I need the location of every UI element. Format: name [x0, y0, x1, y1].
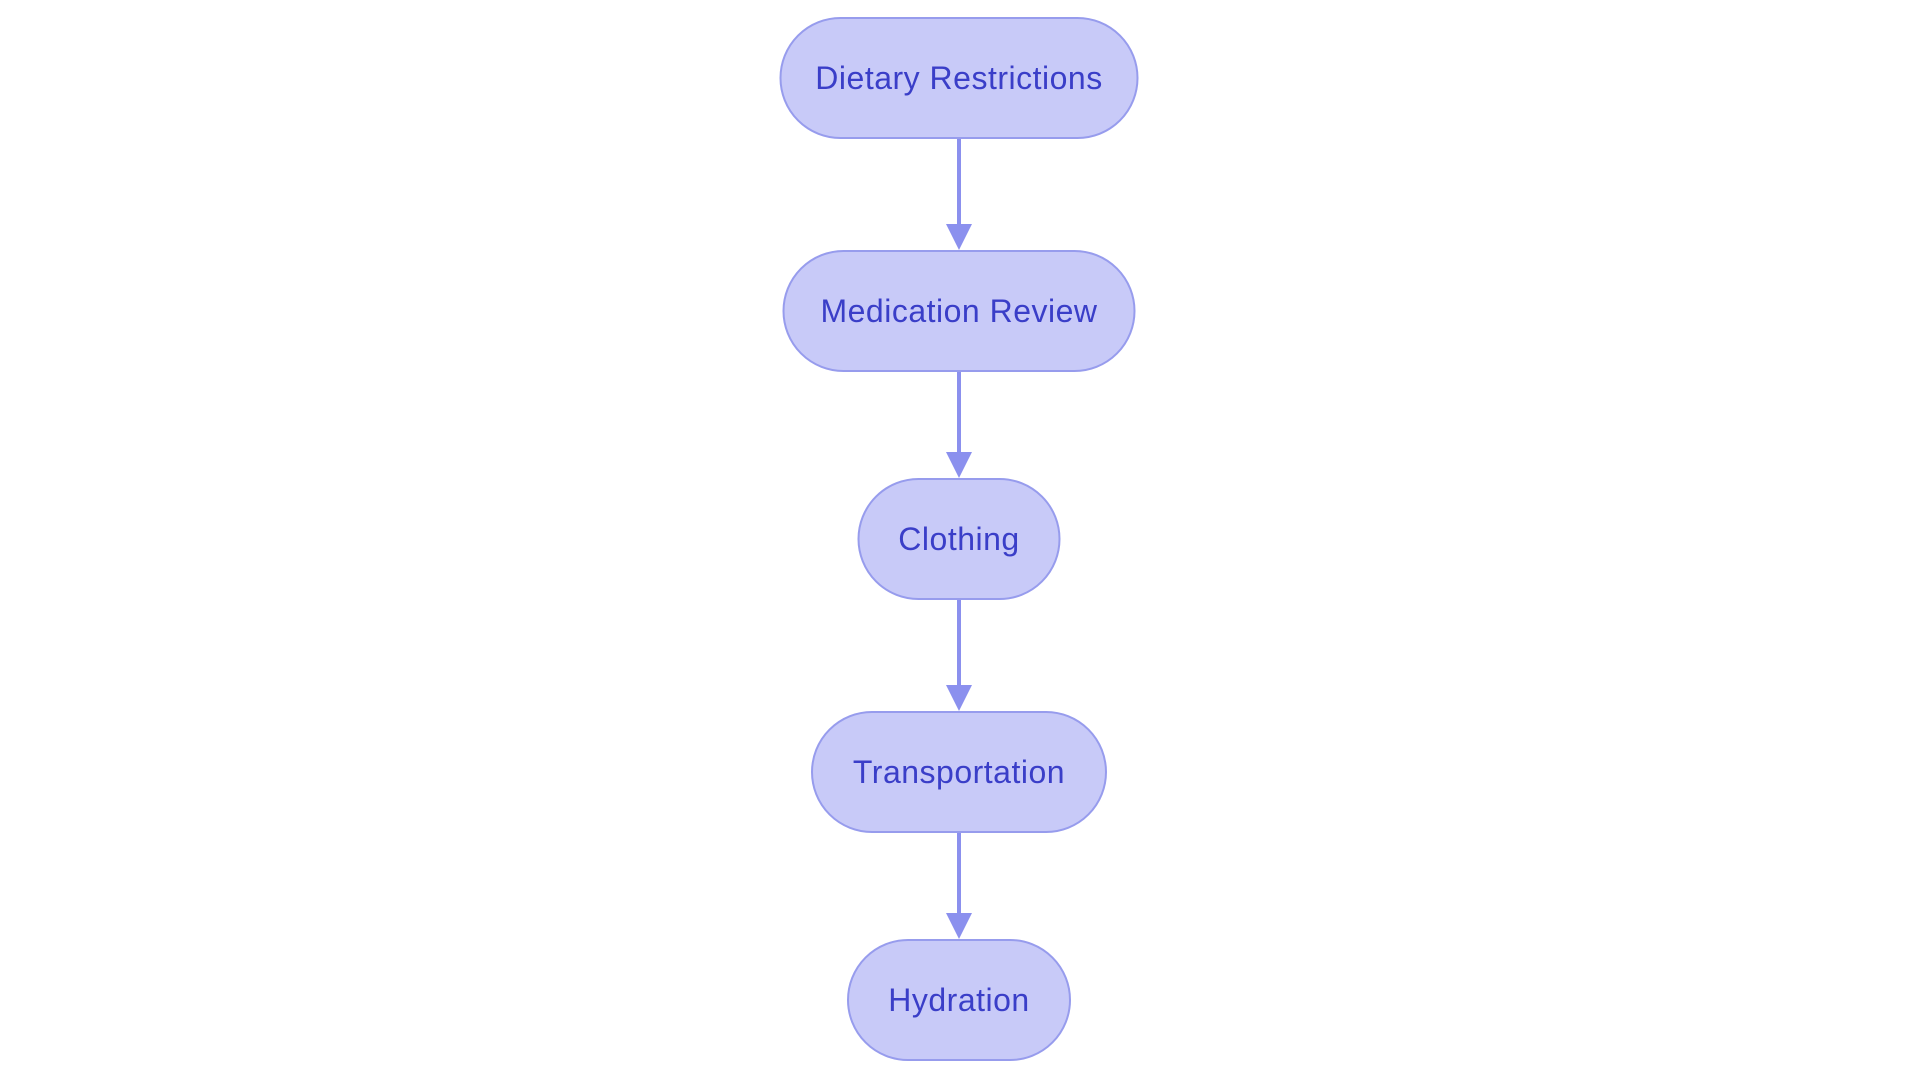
flow-node-label: Medication Review — [820, 292, 1098, 329]
arrow-dietary-to-medication — [946, 139, 972, 250]
arrow-line — [957, 600, 961, 685]
flow-node-transportation: Transportation — [811, 711, 1107, 833]
arrow-transportation-to-hydration — [946, 833, 972, 939]
flow-node-label: Clothing — [898, 520, 1020, 557]
flow-node-label: Hydration — [888, 981, 1030, 1018]
flow-node-dietary-restrictions: Dietary Restrictions — [779, 17, 1139, 139]
flow-node-hydration: Hydration — [847, 939, 1071, 1061]
flow-node-label: Transportation — [852, 753, 1066, 790]
arrow-line — [957, 139, 961, 224]
arrow-down-icon — [946, 913, 972, 939]
arrow-line — [957, 833, 961, 913]
flow-node-label: Dietary Restrictions — [815, 59, 1103, 96]
arrow-clothing-to-transportation — [946, 600, 972, 711]
arrow-medication-to-clothing — [946, 372, 972, 478]
arrow-down-icon — [946, 685, 972, 711]
arrow-down-icon — [946, 224, 972, 250]
arrow-line — [957, 372, 961, 452]
arrow-down-icon — [946, 452, 972, 478]
flow-node-clothing: Clothing — [857, 478, 1061, 600]
flow-node-medication-review: Medication Review — [782, 250, 1136, 372]
